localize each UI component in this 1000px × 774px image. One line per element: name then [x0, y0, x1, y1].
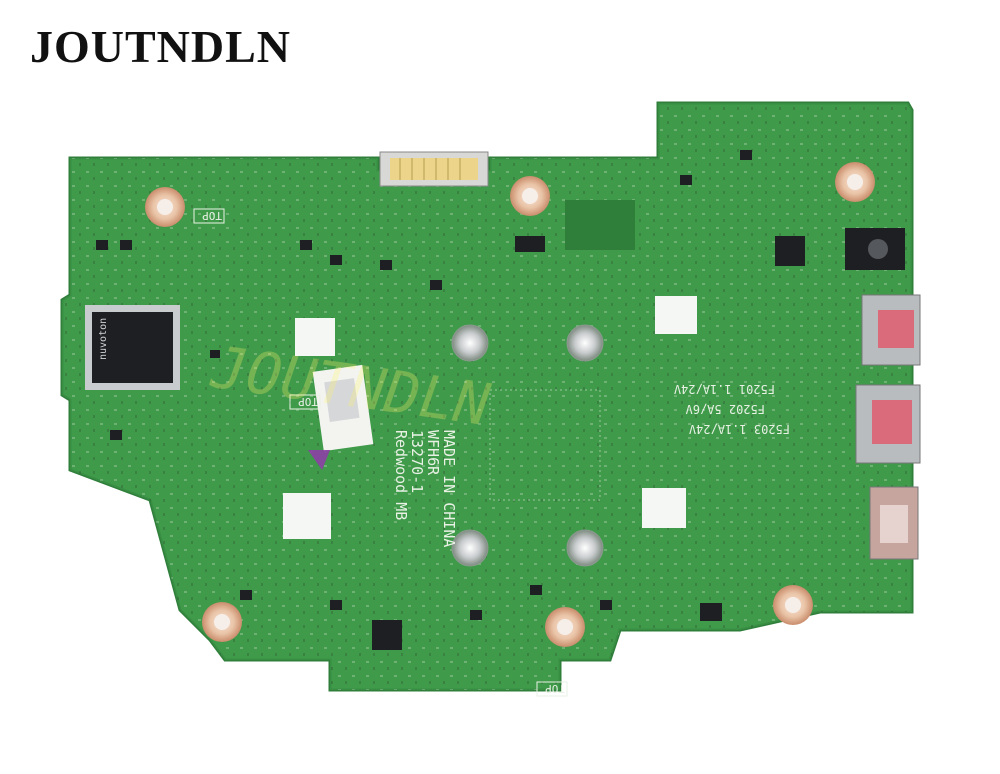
fuse-labels: F5201 1.1A/24V: [674, 382, 775, 396]
chip-logo: nuvoton: [98, 318, 109, 360]
fuse-label-1: F5201 1.1A/24V: [674, 382, 775, 396]
top-connector: [379, 151, 489, 187]
audio-jack: [845, 228, 905, 270]
small-components: [96, 150, 805, 650]
nuvoton-chip: nuvoton: [85, 305, 180, 390]
white-pads: [283, 296, 697, 539]
top-marker-2: TOP: [298, 395, 318, 408]
label-line-2: 13270-1: [408, 430, 426, 493]
fuse-label-3: F5203 1.1A/24V: [689, 422, 790, 436]
purple-mark: [308, 450, 330, 470]
fuse-label-2: F5202 5A/6V: [686, 402, 765, 416]
top-marker-1: TOP: [202, 209, 222, 222]
product-label: [312, 364, 374, 452]
standoff-holes: [451, 324, 604, 567]
label-line-4: MADE IN CHINA: [440, 430, 458, 547]
usb-port-1: [861, 294, 921, 366]
mounting-pads: [145, 162, 875, 647]
bga-area: [489, 389, 601, 501]
label-line-3: WFH6R: [424, 430, 442, 476]
label-line-1: Redwood MB: [392, 430, 410, 520]
top-marker-3: TOP: [545, 682, 565, 695]
silkscreen-label: Redwood MB 13270-1 WFH6R MADE IN CHINA: [392, 430, 458, 547]
usb-port-2: [855, 384, 921, 464]
usb-c-port: [869, 486, 919, 560]
brand-title: JOUTNDLN: [30, 21, 292, 72]
